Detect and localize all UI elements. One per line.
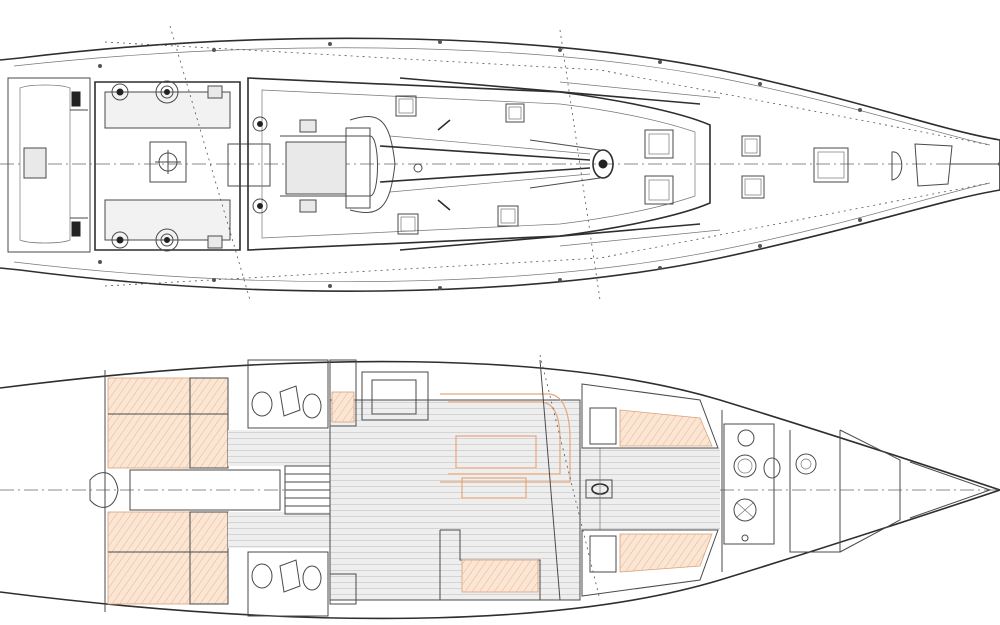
- aft-head-port: [247, 359, 329, 429]
- stern-platform: [7, 77, 91, 253]
- accommodation-plan: [0, 354, 1000, 620]
- aft-berths: [107, 377, 229, 605]
- anchor-locker: [914, 143, 953, 187]
- deck-fittings: [98, 40, 1000, 290]
- deck-plan: [0, 25, 1000, 301]
- aft-head-starboard: [247, 551, 329, 617]
- coachroof-winch-starboard: [252, 198, 268, 214]
- deck-hatches: [395, 95, 849, 235]
- cockpit-outline: [94, 81, 241, 251]
- companionway-hatch: [285, 141, 347, 195]
- chain-locker: [795, 453, 817, 475]
- forward-head: [723, 423, 781, 545]
- accommodation-hull-outline: [0, 360, 1000, 620]
- mast-step: [592, 149, 614, 179]
- coachroof-outline: [247, 77, 711, 251]
- companionway-stairs: [284, 465, 331, 515]
- primary-winch-port: [155, 80, 179, 104]
- deck-hull-outline: [0, 37, 1000, 292]
- primary-winch-starboard: [155, 228, 179, 252]
- saloon: [361, 359, 571, 601]
- stern-winch-port: [111, 83, 129, 101]
- helm-pedestal: [155, 150, 181, 174]
- stern-winch-starboard: [111, 231, 129, 249]
- deck-toerail-line: [13, 47, 991, 283]
- forward-cabins: [581, 383, 719, 597]
- coachroof-winch-port: [252, 116, 268, 132]
